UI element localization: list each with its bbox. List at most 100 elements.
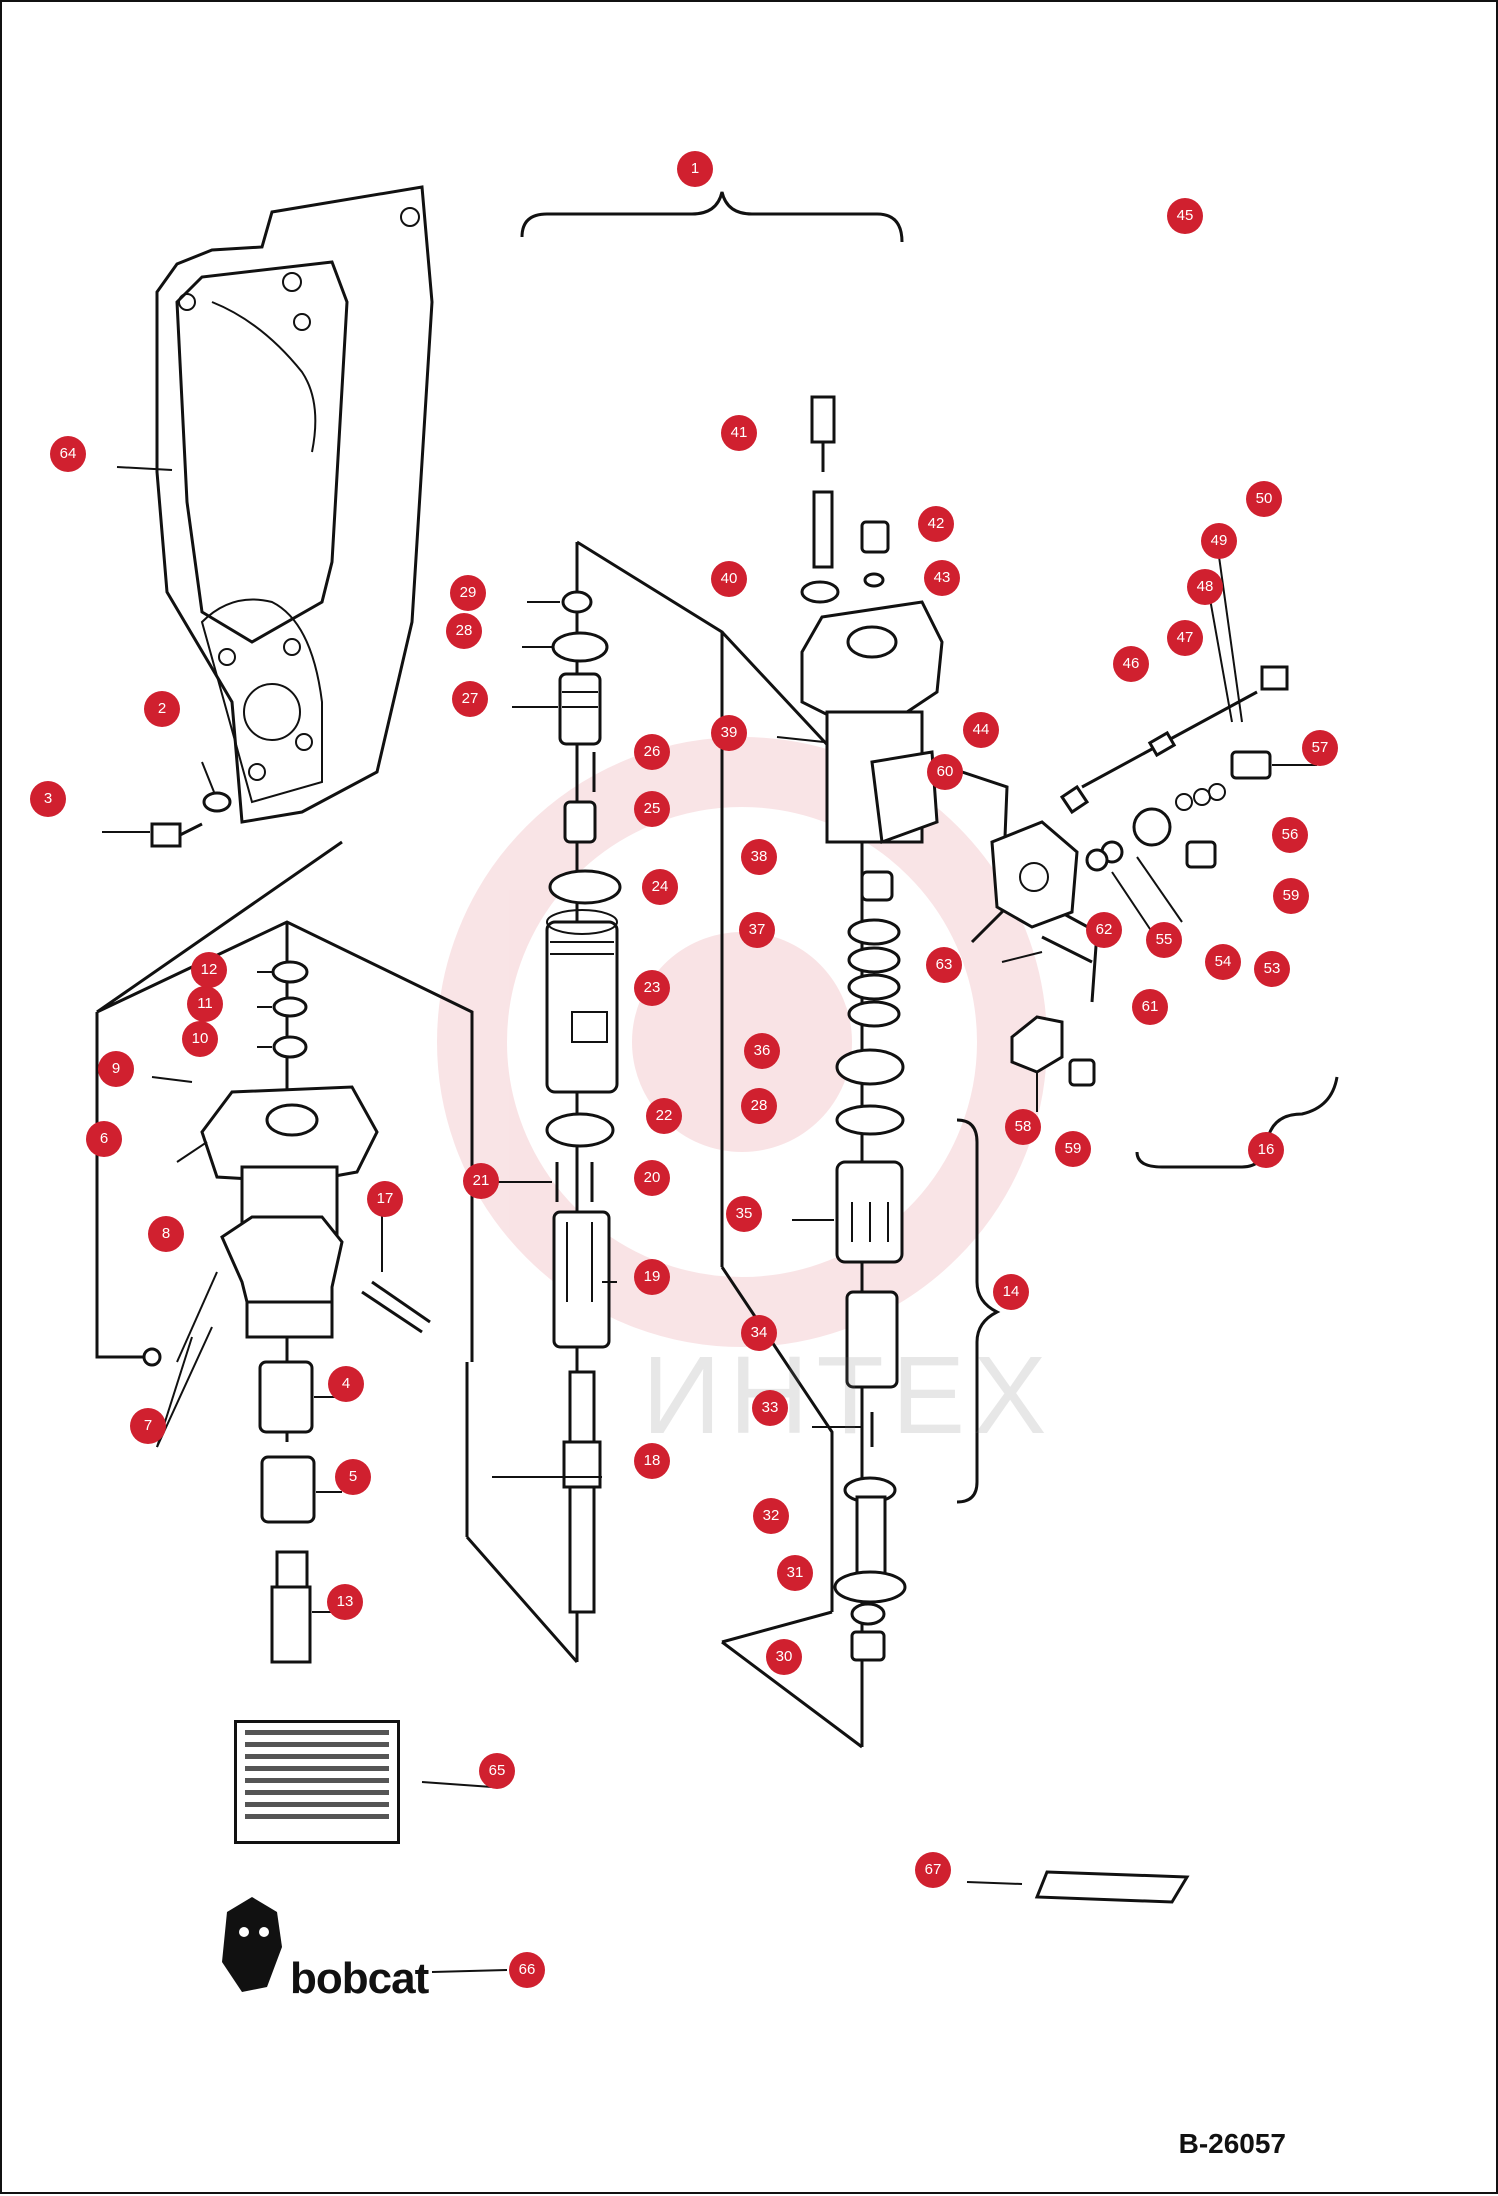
callout-33[interactable]: 33 [752,1390,788,1426]
callout-63[interactable]: 63 [926,947,962,983]
callout-9[interactable]: 9 [98,1051,134,1087]
callout-65[interactable]: 65 [479,1753,515,1789]
part-5-sleeve [260,1455,316,1524]
part-43-ring [863,572,885,588]
callout-26[interactable]: 26 [634,734,670,770]
part-44-valve-body [931,760,1099,1003]
callout-53[interactable]: 53 [1254,951,1290,987]
callout-31[interactable]: 31 [777,1555,813,1591]
callout-19[interactable]: 19 [634,1259,670,1295]
part-42-plug [860,520,890,554]
reference-code: B-26057 [1178,2128,1286,2159]
callout-16[interactable]: 16 [1248,1132,1284,1168]
callout-24[interactable]: 24 [642,869,678,905]
callout-49[interactable]: 49 [1201,523,1237,559]
callout-3[interactable]: 3 [30,781,66,817]
part-55-56-seals [1085,783,1226,872]
part-57-fitting [1230,750,1317,780]
callout-62[interactable]: 62 [1086,912,1122,948]
part-38-cap [860,870,894,902]
part-65-label-plate [234,1720,400,1844]
callout-22[interactable]: 22 [646,1098,682,1134]
callout-4[interactable]: 4 [328,1366,364,1402]
part-32-spool [833,1476,907,1604]
part-2-washer [202,791,232,813]
callout-28[interactable]: 28 [741,1088,777,1124]
callout-8[interactable]: 8 [148,1216,184,1252]
callout-47[interactable]: 47 [1167,620,1203,656]
callout-12[interactable]: 12 [191,952,227,988]
callout-29[interactable]: 29 [450,575,486,611]
callout-37[interactable]: 37 [739,912,775,948]
callout-57[interactable]: 57 [1302,730,1338,766]
part-18-shaft [562,1370,602,1614]
callout-45[interactable]: 45 [1167,198,1203,234]
part-19-sleeve [552,1210,611,1349]
callout-11[interactable]: 11 [187,986,223,1022]
part-36-ring [835,1048,905,1086]
part-28-ring [551,631,609,663]
callout-43[interactable]: 43 [924,560,960,596]
part-54-plug [1185,840,1217,869]
callout-14[interactable]: 14 [993,1274,1029,1310]
callout-50[interactable]: 50 [1246,481,1282,517]
callout-25[interactable]: 25 [634,791,670,827]
callout-20[interactable]: 20 [634,1160,670,1196]
callout-54[interactable]: 54 [1205,944,1241,980]
bobcat-logo-text: bobcat [290,1954,429,2003]
part-28-ring-lower [835,1104,905,1136]
callout-41[interactable]: 41 [721,415,757,451]
part-41-bolt [810,395,836,569]
callout-59[interactable]: 59 [1273,878,1309,914]
callout-7[interactable]: 7 [130,1408,166,1444]
callout-6[interactable]: 6 [86,1121,122,1157]
callout-32[interactable]: 32 [753,1498,789,1534]
part-60-plate [870,750,939,845]
callout-59[interactable]: 59 [1055,1131,1091,1167]
callout-1[interactable]: 1 [677,151,713,187]
callout-61[interactable]: 61 [1132,989,1168,1025]
callout-44[interactable]: 44 [963,712,999,748]
callout-5[interactable]: 5 [335,1459,371,1495]
part-23-cylinder [545,909,619,1094]
callout-21[interactable]: 21 [463,1163,499,1199]
callout-30[interactable]: 30 [766,1639,802,1675]
assembly-16-bracket [1135,1076,1339,1169]
callout-2[interactable]: 2 [144,691,180,727]
callout-10[interactable]: 10 [182,1021,218,1057]
part-30-nut [850,1630,886,1662]
part-67-decal [1034,1870,1190,1904]
part-22-ring [545,1112,615,1148]
callout-39[interactable]: 39 [711,715,747,751]
callout-23[interactable]: 23 [634,970,670,1006]
callout-67[interactable]: 67 [915,1852,951,1888]
callout-64[interactable]: 64 [50,436,86,472]
callout-66[interactable]: 66 [509,1952,545,1988]
callout-38[interactable]: 38 [741,839,777,875]
callout-36[interactable]: 36 [744,1033,780,1069]
assembly-1-bracket [520,191,904,243]
callout-40[interactable]: 40 [711,561,747,597]
callout-56[interactable]: 56 [1272,817,1308,853]
callout-55[interactable]: 55 [1146,922,1182,958]
part-12-ring [271,960,309,984]
part-31-washer [850,1602,886,1626]
part-27-nut [512,672,602,746]
callout-42[interactable]: 42 [918,506,954,542]
callout-27[interactable]: 27 [452,681,488,717]
callout-35[interactable]: 35 [726,1196,762,1232]
part-17-pin [361,1207,431,1334]
callout-58[interactable]: 58 [1005,1109,1041,1145]
leader-lines [116,466,617,1478]
callout-48[interactable]: 48 [1187,569,1223,605]
part-13-shaft [270,1550,332,1664]
callout-13[interactable]: 13 [327,1584,363,1620]
callout-18[interactable]: 18 [634,1443,670,1479]
callout-28[interactable]: 28 [446,613,482,649]
callout-60[interactable]: 60 [927,754,963,790]
callout-34[interactable]: 34 [741,1315,777,1351]
callout-46[interactable]: 46 [1113,646,1149,682]
bobcat-logo-icon [222,1897,282,1992]
callout-17[interactable]: 17 [367,1181,403,1217]
